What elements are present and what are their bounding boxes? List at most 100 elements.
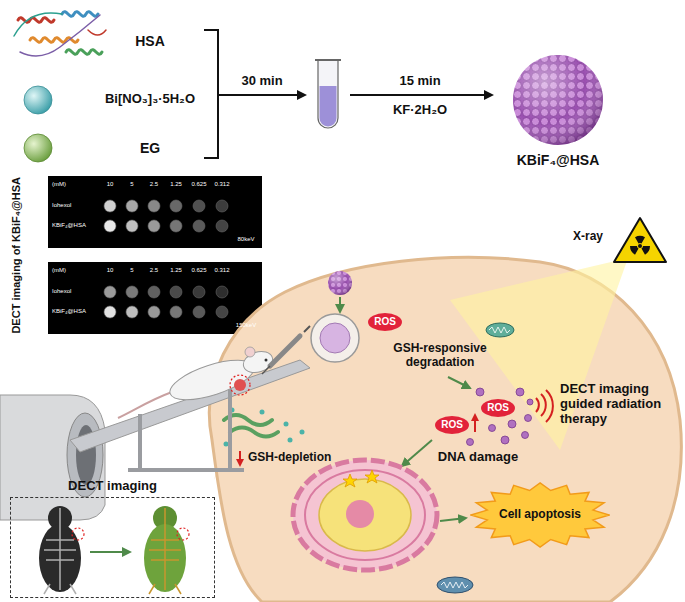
mouse-ct-scan	[149, 508, 181, 594]
gsh-dot	[288, 438, 293, 443]
endocytosis	[328, 271, 352, 295]
degraded-particle	[467, 439, 474, 446]
endocytosis	[311, 314, 359, 362]
concentration-value: 5	[130, 267, 133, 274]
mitochondrion	[441, 582, 468, 588]
node-text: ROS	[441, 419, 463, 431]
mouse-ct-scan	[90, 551, 130, 553]
concentration-value: 0.312	[214, 181, 229, 188]
ct-phantom-panel	[104, 286, 116, 298]
gsh-dot	[224, 442, 229, 447]
radiation-sign	[635, 236, 645, 243]
ct-phantom-panel	[170, 200, 182, 212]
gsh-dot	[224, 408, 305, 447]
reagent-label: HSA	[135, 33, 165, 49]
endocytosis	[328, 271, 352, 295]
radiation-sign	[642, 246, 651, 255]
row-label: KBiF₄@HSA	[52, 222, 86, 229]
burst-outline	[471, 483, 609, 547]
protein-ribbon	[62, 12, 98, 17]
mouse	[241, 348, 276, 376]
energy-label: 80keV	[237, 236, 254, 243]
protein-ribbon	[14, 12, 106, 56]
increase-arrow	[474, 415, 476, 432]
test-tube	[315, 60, 341, 128]
syringe	[304, 326, 310, 332]
degraded-particle	[476, 388, 484, 396]
ct-scanner	[0, 360, 310, 520]
concentration-value: 0.312	[214, 267, 229, 274]
process-label: DNA damage	[438, 450, 518, 465]
xray-label: X-ray	[573, 230, 603, 244]
ct-phantom-panel	[104, 286, 228, 318]
node-text: Cell apoptosis	[499, 508, 581, 522]
radiation-sign	[638, 244, 642, 248]
endoplasmic-reticulum	[224, 415, 278, 437]
row-label: Iohexol	[52, 202, 71, 209]
energy-label: 150keV	[236, 322, 256, 329]
radiation-sign	[630, 246, 639, 255]
cell-body	[209, 257, 681, 602]
degraded-particle	[501, 436, 509, 444]
ct-scanner	[0, 395, 105, 520]
ct-phantom-panel	[104, 200, 228, 232]
mouse-ct-scan	[72, 528, 84, 540]
process-label: DECT imaging guided radiation therapy	[560, 382, 676, 427]
mitochondrion	[486, 323, 514, 337]
reaction-arrow	[204, 30, 492, 158]
radiation-sign	[614, 218, 666, 262]
protein-ribbon	[20, 15, 100, 56]
signal-wave	[541, 394, 546, 416]
reaction-arrow	[204, 30, 218, 158]
nucleus	[293, 460, 437, 570]
signal-wave	[536, 398, 539, 412]
test-tube	[315, 59, 341, 61]
concentration-value: 2.5	[150, 267, 158, 274]
process-arrow	[402, 440, 432, 466]
process-label: GSH-depletion	[248, 451, 331, 465]
ct-phantom-panel	[126, 306, 138, 318]
ct-phantom-panel	[216, 200, 228, 212]
endocytosis	[320, 323, 350, 353]
signal-wave	[536, 390, 553, 422]
ros-badge: ROS	[481, 399, 515, 417]
ct-phantom-panel	[126, 220, 138, 232]
process-label: GSH-responsive degradation	[381, 342, 499, 370]
mouse	[245, 347, 255, 357]
ct-phantom-panel	[48, 176, 262, 248]
nanoparticle	[513, 55, 603, 145]
mouse	[118, 347, 275, 418]
gsh-dot	[260, 410, 265, 415]
reagent-sphere	[24, 134, 52, 162]
imaging-panel: DECT imaging	[10, 497, 215, 598]
mitochondrion	[437, 577, 473, 593]
endocytosis	[311, 271, 359, 362]
concentration-value: 2.5	[150, 181, 158, 188]
degraded-particle	[527, 399, 533, 405]
endocytosis	[339, 297, 341, 312]
mouse	[234, 379, 246, 391]
reaction-arrow	[218, 94, 305, 96]
ct-phantom-panel	[104, 220, 116, 232]
nucleus	[293, 460, 437, 570]
ct-phantom-panel	[104, 306, 116, 318]
reagent-label: Bi[NO₃]₃·5H₂O	[105, 92, 195, 107]
nucleus	[319, 479, 411, 551]
mouse-ct-scan	[177, 528, 189, 540]
time-label: 15 min	[399, 74, 440, 89]
gsh-dot	[300, 430, 305, 435]
concentration-value: 1.25	[170, 267, 182, 274]
concentration-value: 10	[107, 267, 114, 274]
concentration-value: 0.625	[191, 267, 206, 274]
mouse-ct-scan	[39, 506, 189, 594]
ct-phantom-panel	[216, 220, 228, 232]
mouse	[265, 359, 268, 362]
protein-ribbon	[14, 13, 62, 36]
ct-phantom-panel	[148, 286, 160, 298]
ct-phantom-panel	[170, 286, 182, 298]
radiation-sign	[614, 218, 666, 262]
degraded-particle	[508, 420, 516, 428]
ct-phantom-panel	[216, 306, 228, 318]
nucleus	[343, 474, 357, 487]
